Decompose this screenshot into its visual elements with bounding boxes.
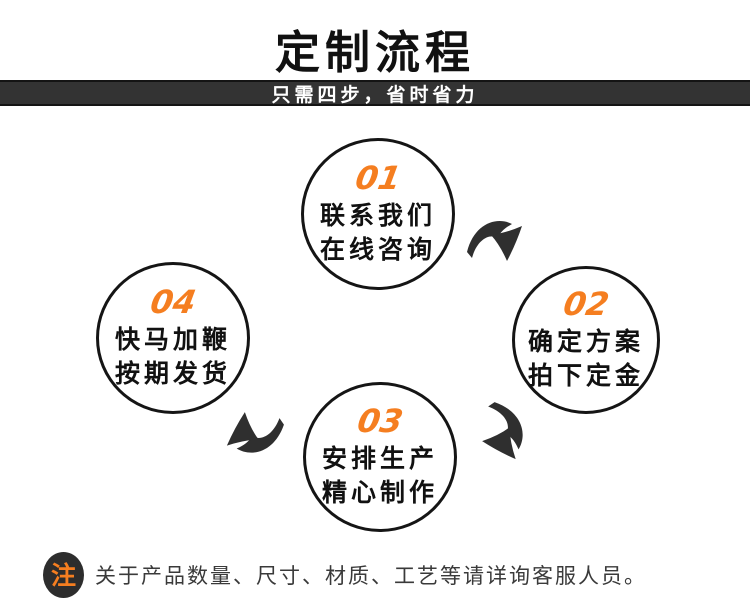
note-row: 注 关于产品数量、尺寸、材质、工艺等请详询客服人员。 bbox=[43, 552, 647, 598]
step-2-line-2: 拍下定金 bbox=[527, 360, 644, 390]
step-number-2: 02 bbox=[560, 284, 612, 323]
step-circle-3: 03 安排生产 精心制作 bbox=[303, 382, 457, 532]
step-number-1: 01 bbox=[352, 158, 404, 197]
note-badge-char: 注 bbox=[50, 560, 76, 590]
arrow-step3-to-step4-icon bbox=[220, 403, 289, 464]
step-4-line-1: 快马加鞭 bbox=[114, 324, 231, 354]
step-3-line-1: 安排生产 bbox=[321, 443, 438, 473]
step-number-4: 04 bbox=[147, 282, 199, 321]
arrow-step2-to-step3-icon bbox=[473, 398, 534, 467]
step-2-line-1: 确定方案 bbox=[527, 326, 644, 356]
step-circle-1: 01 联系我们 在线咨询 bbox=[301, 138, 455, 290]
subtitle-banner: 只需四步，省时省力 bbox=[0, 80, 750, 106]
arrow-step1-to-step2-icon bbox=[464, 212, 528, 268]
step-circle-2: 02 确定方案 拍下定金 bbox=[512, 266, 660, 414]
subtitle-text: 只需四步，省时省力 bbox=[271, 83, 479, 106]
step-number-3: 03 bbox=[354, 401, 406, 440]
step-1-line-2: 在线咨询 bbox=[319, 234, 436, 264]
step-4-line-2: 按期发货 bbox=[114, 358, 231, 388]
note-badge: 注 bbox=[43, 552, 84, 598]
page-title: 定制流程 bbox=[274, 26, 475, 79]
step-1-line-1: 联系我们 bbox=[319, 200, 436, 230]
step-circle-4: 04 快马加鞭 按期发货 bbox=[96, 262, 250, 414]
step-3-line-2: 精心制作 bbox=[321, 477, 438, 507]
note-text: 关于产品数量、尺寸、材质、工艺等请详询客服人员。 bbox=[95, 564, 647, 588]
